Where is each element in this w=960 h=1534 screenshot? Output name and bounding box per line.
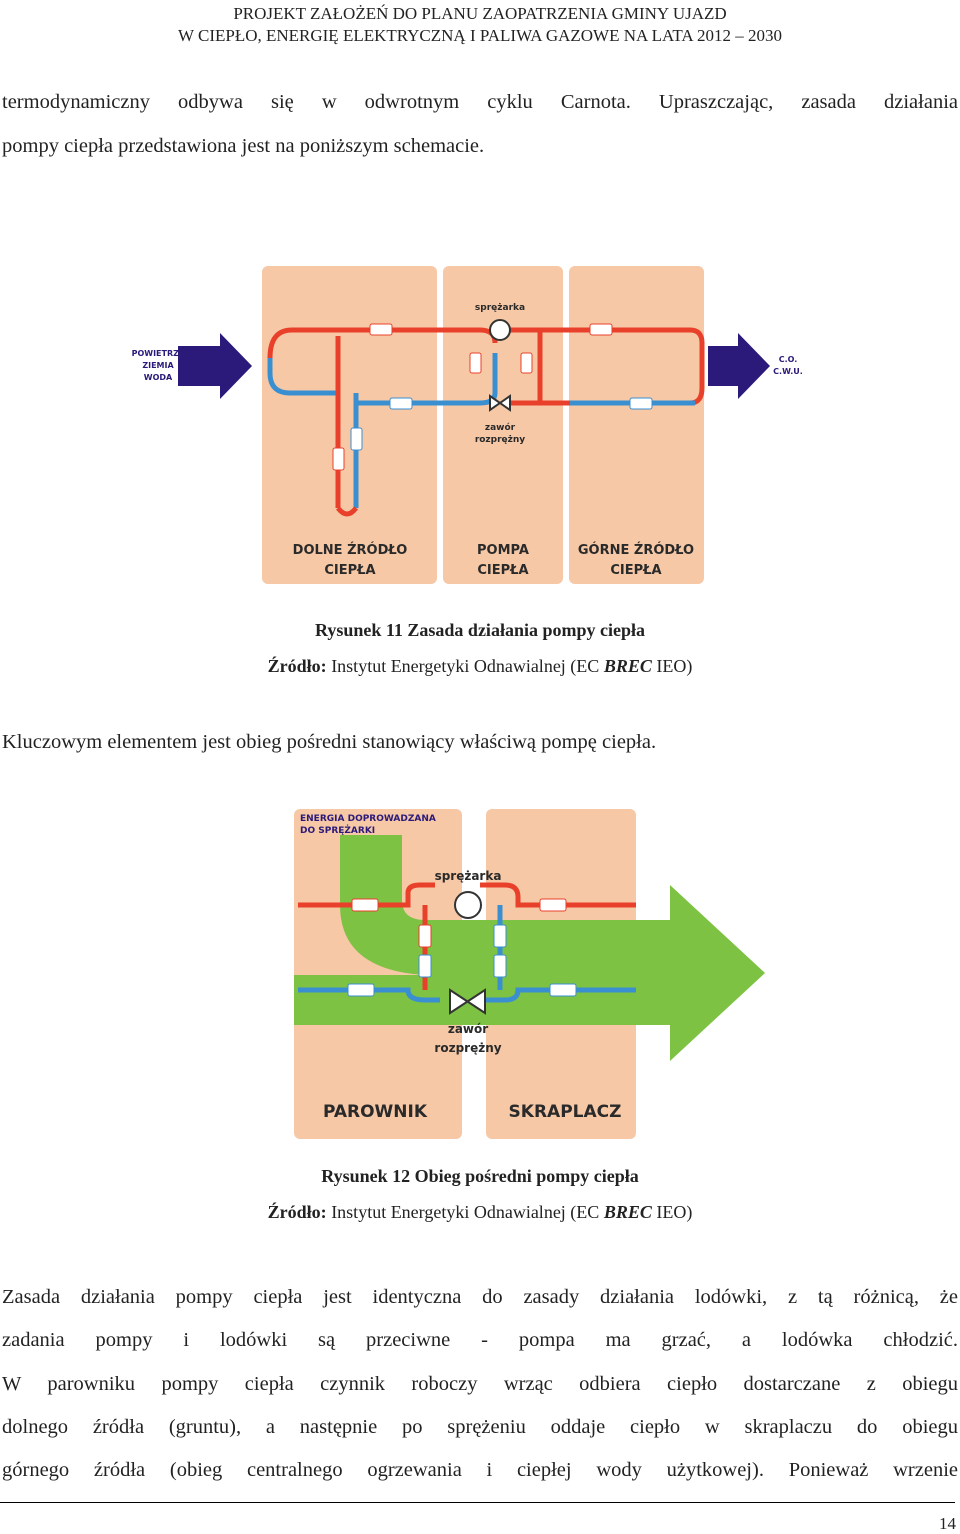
valve-label-2: rozprężny [434, 1041, 501, 1055]
evaporator-label: PAROWNIK [323, 1102, 428, 1122]
heat-pump-panel [443, 266, 563, 584]
valve-label-1: zawór [485, 422, 516, 433]
intro-line-2: pompy ciepła przedstawiona jest na poniż… [2, 135, 485, 157]
panel-label-left-2: CIEPŁA [324, 563, 375, 578]
input-label-2: ZIEMIA [142, 361, 174, 370]
panel-label-right-2: CIEPŁA [610, 563, 661, 578]
body-line-1: Zasada działania pompy ciepła jest ident… [2, 1286, 958, 1308]
panel-label-mid-1: POMPA [477, 543, 529, 558]
lower-source-panel [262, 266, 437, 584]
evaporator-panel [294, 809, 462, 1139]
output-arrow [708, 333, 770, 399]
page-number: 14 [939, 1514, 956, 1533]
compressor-label: sprężarka [435, 869, 502, 883]
intro-line-1: termodynamiczny odbywa się w odwrotnym c… [2, 91, 958, 113]
intermediate-cycle-diagram: sprężarka zawór rozprężny ENERGIA DOPROW… [294, 809, 765, 1139]
compressor-icon [454, 891, 482, 919]
expansion-valve-icon [449, 988, 486, 1015]
output-label-1: C.O. [779, 355, 798, 364]
panel-label-left-1: DOLNE ŹRÓDŁO [293, 542, 408, 558]
header-line-2: W CIEPŁO, ENERGIĘ ELEKTRYCZNĄ I PALIWA G… [178, 26, 782, 45]
figure1-source: Źródło: Instytut Energetyki Odnawialnej … [267, 656, 693, 676]
panel-label-mid-2: CIEPŁA [477, 563, 528, 578]
expansion-valve-icon [489, 394, 511, 412]
valve-label-1: zawór [448, 1022, 488, 1036]
mid-paragraph: Kluczowym elementem jest obieg pośredni … [2, 731, 657, 753]
compressor-label: sprężarka [475, 303, 525, 313]
body-line-4: dolnego źródła (gruntu), a następnie po … [2, 1416, 958, 1438]
panel-label-right-1: GÓRNE ŹRÓDŁO [578, 542, 694, 558]
output-label-2: C.W.U. [773, 367, 803, 376]
input-label-1: POWIETRZE [132, 349, 185, 358]
energy-flow-arrow [294, 835, 765, 1061]
input-label-3: WODA [144, 373, 173, 382]
figure1-caption: Rysunek 11 Zasada działania pompy ciepła [315, 620, 645, 640]
body-line-5: górnego źródła (obieg centralnego ogrzew… [2, 1459, 958, 1481]
upper-source-panel [569, 266, 704, 584]
footer-rule [0, 1502, 955, 1503]
figure2-source: Źródło: Instytut Energetyki Odnawialnej … [267, 1202, 693, 1222]
condenser-label: SKRAPLACZ [509, 1102, 622, 1122]
body-line-3: W parowniku pompy ciepła czynnik roboczy… [2, 1373, 958, 1395]
figure2-caption: Rysunek 12 Obieg pośredni pompy ciepła [321, 1166, 639, 1186]
header-line-1: PROJEKT ZAŁOŻEŃ DO PLANU ZAOPATRZENIA GM… [233, 4, 727, 23]
heat-pump-principle-diagram: sprężarka zawór rozprężny POWIETRZE ZIEM… [132, 266, 803, 584]
body-line-2: zadania pompy i lodówki są przeciwne - p… [2, 1329, 958, 1351]
energy-label-2: DO SPRĘŻARKI [300, 825, 375, 836]
energy-label-1: ENERGIA DOPROWADZANA [300, 814, 436, 824]
valve-label-2: rozprężny [475, 435, 525, 445]
input-arrow [178, 333, 252, 399]
compressor-icon [489, 319, 511, 341]
